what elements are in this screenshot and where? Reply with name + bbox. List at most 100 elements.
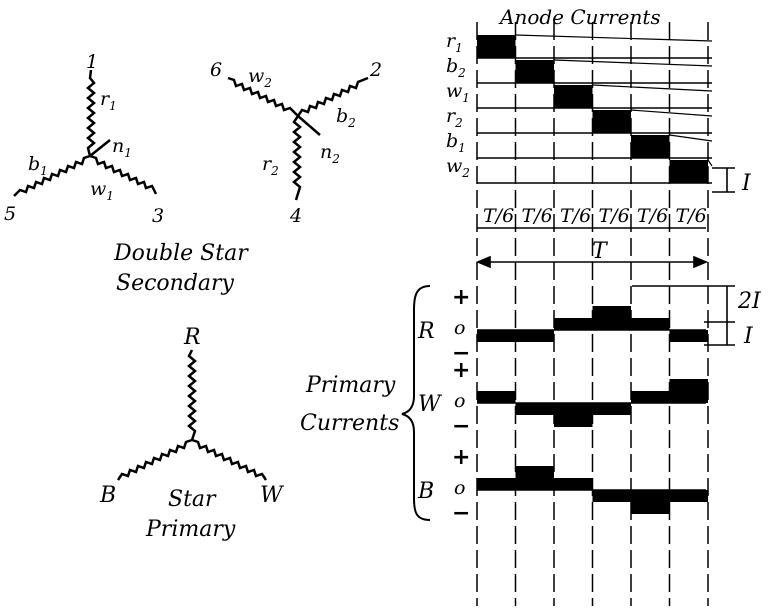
full-period-arrow [475, 255, 709, 269]
phase-block-2-3 [592, 490, 631, 502]
primary-star [116, 349, 268, 481]
label-2I: 2I [737, 289, 762, 314]
star1-arm-b1 [13, 154, 91, 197]
period-label-3: T/6 [599, 205, 630, 227]
star2-label-r2: r2 [262, 153, 279, 178]
star1-label-r1: r1 [100, 88, 117, 113]
phase-label-0: R [417, 319, 435, 344]
anode-pulse-1 [515, 60, 554, 83]
primary-brace [401, 285, 431, 521]
star1-label-w1: w1 [90, 178, 114, 203]
primary-scale-markers [632, 285, 735, 346]
period-label-4: T/6 [637, 205, 668, 227]
primary-label-W: W [260, 483, 285, 508]
phase-block-2-4 [631, 490, 670, 514]
anode-pulse-2 [554, 85, 593, 108]
star1-label-b1: b1 [28, 153, 48, 178]
anode-pulse-5 [669, 160, 708, 183]
phase-block-1-3 [592, 403, 631, 415]
phase-block-0-0 [477, 330, 516, 342]
anode-slope-4 [669, 134, 713, 142]
anode-slope-2 [592, 84, 713, 92]
star2-terminal-6: 6 [210, 59, 222, 81]
star2-arm-w2 [227, 76, 299, 117]
phase-block-1-1 [515, 403, 554, 415]
star1-arm-r1 [86, 69, 96, 157]
phase-block-0-2 [554, 318, 593, 330]
primary-label-R: R [183, 325, 201, 350]
primary-arm-B [116, 438, 193, 481]
phase-block-2-0 [477, 478, 516, 490]
anode-slope-1 [553, 59, 713, 67]
primary-currents-subtitle: Currents [300, 411, 399, 436]
phase-block-1-4 [631, 391, 670, 403]
double-star-subtitle: Secondary [116, 271, 235, 296]
full-period-label: T [592, 239, 609, 264]
star2-arm-r2 [292, 115, 302, 201]
anode-I-label: I [741, 171, 752, 196]
anode-pulse-4 [631, 135, 670, 158]
phase-zero-1: o [454, 390, 465, 412]
anode-row-label-4: b1 [446, 130, 466, 155]
anode-row-label-0: r1 [446, 30, 463, 55]
phase-minus-2: − [452, 501, 470, 526]
star2-arm-b2 [296, 76, 369, 117]
star1-arm-w1 [89, 154, 158, 195]
star2-label-b2: b2 [336, 105, 356, 130]
label-I: I [743, 324, 754, 349]
phase-block-2-5 [669, 490, 708, 502]
star1-label-n1: n1 [112, 135, 132, 160]
phase-block-2-1 [515, 466, 554, 490]
phase-block-0-5 [669, 330, 708, 342]
anode-row-label-5: w2 [446, 155, 470, 180]
double-star-title: Double Star [113, 241, 249, 266]
phase-plus-2: + [452, 445, 470, 470]
phase-minus-1: − [452, 414, 470, 439]
phase-block-0-4 [631, 318, 670, 330]
phase-block-1-2 [554, 403, 593, 427]
star2-neutral-n2 [297, 115, 321, 136]
anode-slope-0 [515, 34, 713, 42]
phase-block-0-1 [515, 330, 554, 342]
star2-terminal-2: 2 [369, 59, 382, 81]
star1-neutral-n1 [89, 139, 111, 157]
phase-block-0-3 [592, 306, 631, 330]
primary-currents-title: Primary [305, 373, 396, 398]
anode-I-marker [712, 167, 735, 193]
star1-terminal-1: 1 [86, 51, 98, 73]
anode-slope-5 [707, 159, 713, 167]
phase-block-1-0 [477, 391, 516, 403]
primary-arm-W [191, 438, 268, 481]
star-primary-subtitle: Primary [145, 517, 236, 542]
phase-label-1: W [418, 392, 443, 417]
primary-phase-waveforms: R+o−W+o−B+o− [417, 285, 708, 526]
anode-pulse-0 [477, 35, 516, 58]
period-label-5: T/6 [676, 205, 707, 227]
anode-row-label-1: b2 [446, 55, 466, 80]
phase-plus-0: + [452, 285, 470, 310]
phase-plus-1: + [452, 358, 470, 383]
phase-block-1-5 [669, 379, 708, 403]
secondary-star-1 [13, 69, 158, 197]
star1-terminal-3: 3 [152, 205, 164, 227]
phase-zero-2: o [454, 477, 465, 499]
star2-terminal-4: 4 [289, 205, 302, 227]
primary-arm-R [187, 349, 197, 441]
secondary-star-2 [227, 76, 369, 201]
anode-row-label-2: w1 [446, 80, 470, 105]
period-label-0: T/6 [483, 205, 514, 227]
star2-label-n2: n2 [320, 141, 340, 166]
anode-pulse-3 [592, 110, 631, 133]
star-primary-title: Star [168, 487, 217, 512]
primary-label-B: B [99, 483, 116, 508]
phase-minus-0: − [452, 341, 470, 366]
anode-slope-3 [630, 109, 713, 117]
period-label-1: T/6 [522, 205, 553, 227]
phase-zero-0: o [454, 317, 465, 339]
anode-currents-title: Anode Currents [498, 5, 661, 29]
star1-terminal-5: 5 [4, 203, 16, 225]
period-divisions: T/6 T/6 T/6 T/6 T/6 T/6 [477, 205, 707, 229]
phase-block-2-2 [554, 478, 593, 490]
period-label-2: T/6 [560, 205, 591, 227]
